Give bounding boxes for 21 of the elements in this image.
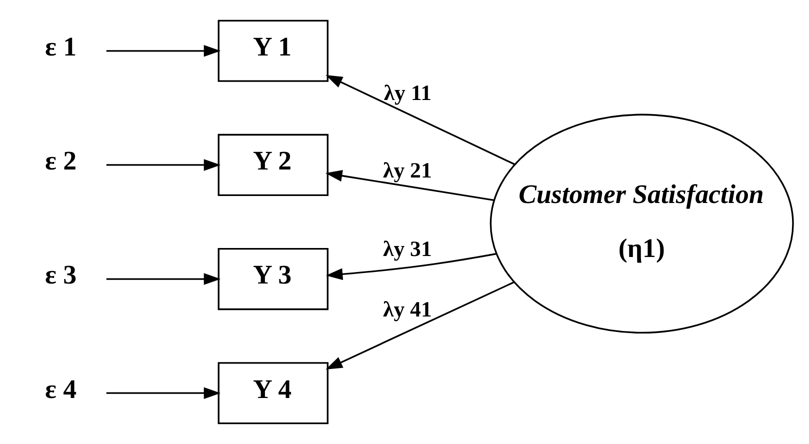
edge-label: λy 11 [384, 81, 432, 106]
edge-label: λy 21 [383, 158, 432, 182]
node-ellipse: Customer Satisfaction (η1) [490, 114, 794, 334]
arrow [325, 170, 494, 201]
arrow [106, 45, 221, 57]
node-text: ε 3 [45, 260, 77, 290]
arrow [106, 387, 221, 399]
node-box: Y 4 [218, 362, 328, 424]
node-box: Y 3 [218, 248, 328, 310]
node-box: Y 1 [218, 20, 328, 82]
edge-label: λy 41 [383, 298, 432, 322]
arrow [326, 282, 514, 370]
node-text: ε 1 [45, 32, 77, 62]
arrow [106, 159, 221, 171]
arrow [106, 273, 221, 285]
node-text: ε 4 [45, 374, 77, 404]
arrow [326, 253, 496, 280]
arrow [326, 74, 515, 165]
node-text: ε 2 [45, 146, 77, 176]
node-box: Y 2 [218, 134, 328, 196]
edge-label: λy 31 [383, 237, 432, 262]
